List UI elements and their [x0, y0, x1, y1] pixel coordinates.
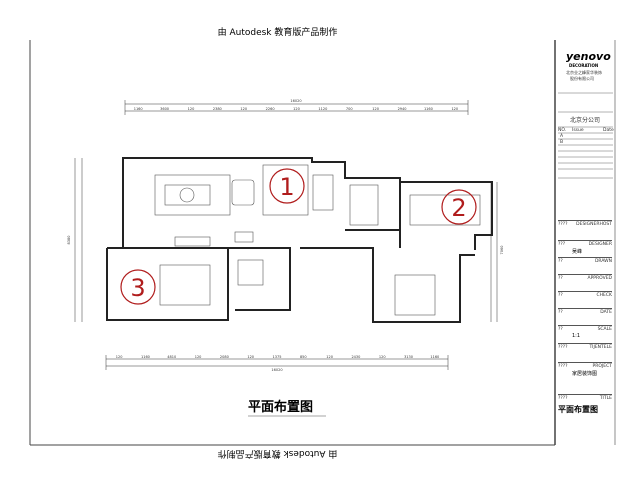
field-value: 平面布置图 — [558, 405, 598, 414]
rev-row-b: B — [560, 140, 564, 145]
field-code: ?? — [558, 293, 563, 298]
branch-name: 北京分公司 — [570, 117, 601, 124]
room-marker-2-label: 2 — [451, 194, 466, 222]
watermark-top: 由 Autodesk 教育版产品制作 — [217, 28, 338, 38]
drawing-title: 平面布置图 — [248, 400, 314, 415]
field-value: 吴峰 — [572, 249, 583, 255]
dimension-label: 120 — [293, 107, 300, 111]
dimension-label: 120 — [326, 355, 333, 359]
room-marker-3-label: 3 — [130, 274, 145, 302]
dimension-label: 120 — [247, 355, 254, 359]
dimension-label: 2080 — [220, 355, 229, 359]
dimension-label: 700 — [346, 107, 353, 111]
company-line-1: 北京业之峰家华装饰 — [566, 70, 602, 75]
furniture — [154, 164, 481, 316]
field-code: ??? — [558, 242, 566, 247]
dimension-label: 850 — [300, 355, 307, 359]
field-label: DATE — [600, 310, 612, 315]
dimension-label: 3130 — [404, 355, 413, 359]
field-code: ???? — [558, 364, 568, 369]
dimension-label: 2380 — [213, 107, 222, 111]
field-label: APPROVED — [587, 276, 612, 281]
svg-text:8380: 8380 — [67, 236, 71, 245]
title-block-field: ?? DRAWN — [558, 257, 612, 264]
rev-header-no: NO. — [558, 128, 567, 133]
field-label: TITLE — [599, 396, 612, 401]
field-label: SCALE — [597, 327, 612, 332]
field-code: ???? — [558, 222, 568, 227]
room-marker-2 — [441, 189, 477, 225]
dimension-label: 120 — [372, 107, 379, 111]
dimension-label: 120 — [188, 107, 195, 111]
dimension-label: 120 — [195, 355, 202, 359]
dimension-label: 120 — [240, 107, 247, 111]
title-block-field: ?? CHECK — [558, 291, 612, 298]
dimension-label: 1160 — [134, 107, 143, 111]
dimension-label: 120 — [116, 355, 123, 359]
dimension-label: 120 — [451, 107, 458, 111]
field-code: ?? — [558, 259, 563, 264]
top-segment-dims: 1160 3600 120 2380 120 2260 120 1120 700 120 2940 1… — [134, 107, 458, 111]
dimension-label: 1160 — [424, 107, 433, 111]
title-block-field: ???? TIJENTELE — [558, 343, 612, 350]
room-markers — [120, 168, 477, 305]
rev-header-issue: Issue — [572, 128, 584, 133]
field-code: ?? — [558, 276, 563, 281]
rev-header-date: Date — [603, 128, 614, 133]
field-code: ???? — [558, 345, 568, 350]
rev-row-a: A — [560, 134, 564, 139]
room-marker-3 — [120, 269, 156, 305]
title-block-field: ??? DESIGNER — [558, 240, 612, 247]
title-block-field: ?? SCALE — [558, 325, 612, 332]
field-label: DESIGNERHOST — [576, 222, 612, 227]
dimension-label: 1160 — [430, 355, 439, 359]
bottom-dimensions — [105, 355, 449, 370]
field-value: 家居装饰图 — [572, 371, 598, 377]
field-code: ?? — [558, 310, 563, 315]
walls — [106, 157, 493, 323]
room-marker-1-label: 1 — [279, 173, 294, 201]
svg-text:7060: 7060 — [500, 246, 504, 255]
bottom-total-dim: 16020 — [271, 368, 282, 372]
dimension-label: 4810 — [167, 355, 176, 359]
dimension-label: 1120 — [318, 107, 327, 111]
field-value: 1:1 — [572, 333, 581, 339]
title-block-field: ???? DESIGNERHOST — [558, 220, 612, 227]
dimension-label: 1375 — [273, 355, 282, 359]
dimension-label: 2430 — [351, 355, 360, 359]
title-block-field: ?? DATE — [558, 308, 612, 315]
title-block-field: ?? APPROVED — [558, 274, 612, 281]
dimension-label: 2940 — [398, 107, 407, 111]
title-block-field: ???? PROJECT — [558, 362, 612, 369]
dimension-label: 3600 — [160, 107, 169, 111]
dimension-label: 120 — [379, 355, 386, 359]
dimension-label: 1160 — [141, 355, 150, 359]
field-label: PROJECT — [592, 364, 612, 369]
top-dimensions — [124, 100, 469, 115]
company-line-2: 股份有限公司 — [570, 76, 594, 81]
yenovo-logo: yenovo — [566, 50, 611, 63]
field-label: DESIGNER — [588, 242, 612, 247]
field-label: DRAWN — [594, 259, 612, 264]
title-block-field: ???? TITLE — [558, 394, 612, 401]
dimension-label: 2260 — [266, 107, 275, 111]
field-code: ???? — [558, 396, 568, 401]
bottom-segment-dims: 120 1160 4810 120 2080 120 1375 850 120 2430 120 31… — [116, 355, 439, 359]
room-marker-1 — [269, 168, 305, 204]
logo-subtitle: DECORATION — [569, 63, 599, 68]
top-total-dim: 16020 — [290, 99, 301, 103]
field-code: ?? — [558, 327, 563, 332]
field-label: CHECK — [596, 293, 612, 298]
field-label: TIJENTELE — [589, 345, 612, 350]
